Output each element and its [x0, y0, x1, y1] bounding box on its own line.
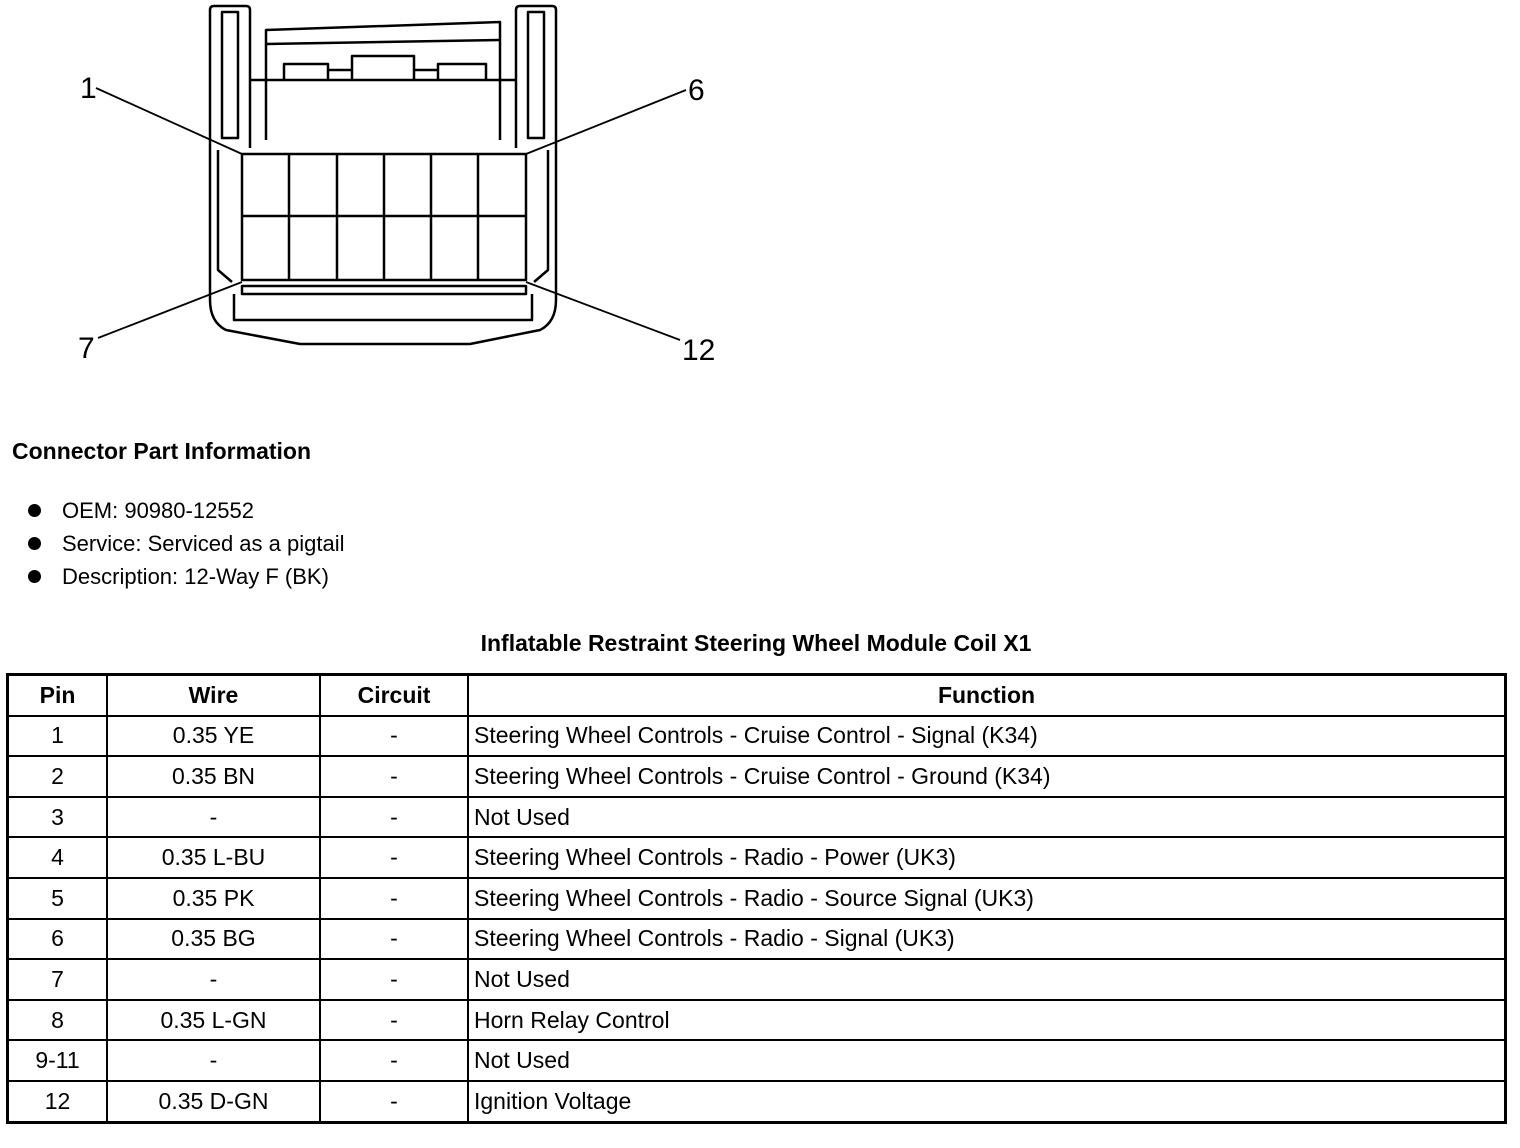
cell-wire: 0.35 D-GN — [106, 1079, 321, 1124]
cell-wire: 0.35 L-BU — [106, 836, 321, 879]
cell-pin: 4 — [6, 836, 108, 879]
cell-wire: - — [106, 958, 321, 1001]
cell-wire: 0.35 YE — [106, 714, 321, 758]
cell-circuit: - — [319, 876, 469, 920]
table-row: 4 0.35 L-BU - Steering Wheel Controls - … — [6, 836, 1507, 879]
cell-function: Not Used — [467, 1039, 1507, 1082]
cell-circuit: - — [319, 998, 469, 1042]
cell-circuit: - — [319, 836, 469, 879]
table-header-row: Pin Wire Circuit Function — [6, 673, 1507, 717]
cell-wire: 0.35 PK — [106, 876, 321, 920]
cell-function: Steering Wheel Controls - Cruise Control… — [467, 714, 1507, 758]
bullet-icon — [28, 570, 41, 583]
cell-circuit: - — [319, 958, 469, 1001]
connector-info-list: OEM: 90980-12552 Service: Serviced as a … — [28, 494, 344, 593]
cell-circuit: - — [319, 1079, 469, 1124]
cell-function: Ignition Voltage — [467, 1079, 1507, 1124]
table-row: 2 0.35 BN - Steering Wheel Controls - Cr… — [6, 755, 1507, 798]
connector-info-title: Connector Part Information — [12, 438, 312, 464]
header-wire: Wire — [106, 673, 321, 717]
cell-function: Not Used — [467, 958, 1507, 1001]
table-row: 8 0.35 L-GN - Horn Relay Control — [6, 998, 1507, 1042]
bullet-icon — [28, 537, 41, 550]
list-item: OEM: 90980-12552 — [28, 494, 344, 527]
list-item: Description: 12-Way F (BK) — [28, 560, 344, 593]
cell-pin: 12 — [6, 1079, 108, 1124]
table-row: 9-11 - - Not Used — [6, 1039, 1507, 1082]
cell-circuit: - — [319, 917, 469, 961]
cell-circuit: - — [319, 795, 469, 839]
cell-circuit: - — [319, 714, 469, 758]
info-oem: OEM: 90980-12552 — [62, 497, 255, 523]
pinout-table: Pin Wire Circuit Function 1 0.35 YE - St… — [6, 673, 1507, 1124]
pin-leader-lines — [95, 87, 687, 341]
cell-wire: 0.35 BN — [106, 755, 321, 798]
header-pin: Pin — [6, 673, 108, 717]
table-row: 5 0.35 PK - Steering Wheel Controls - Ra… — [6, 876, 1507, 920]
info-service: Service: Serviced as a pigtail — [62, 530, 345, 556]
cell-pin: 2 — [6, 755, 108, 798]
info-description: Description: 12-Way F (BK) — [62, 563, 329, 589]
table-row: 12 0.35 D-GN - Ignition Voltage — [6, 1079, 1507, 1124]
cell-pin: 1 — [6, 714, 108, 758]
cell-pin: 5 — [6, 876, 108, 920]
header-circuit: Circuit — [319, 673, 469, 717]
cell-wire: 0.35 L-GN — [106, 998, 321, 1042]
list-item: Service: Serviced as a pigtail — [28, 527, 344, 560]
cell-pin: 7 — [6, 958, 108, 1001]
header-function: Function — [467, 673, 1507, 717]
cell-wire: 0.35 BG — [106, 917, 321, 961]
pin-label-1: 1 — [80, 72, 97, 105]
cell-pin: 3 — [6, 795, 108, 839]
cell-circuit: - — [319, 755, 469, 798]
cell-wire: - — [106, 1039, 321, 1082]
pin-label-12: 12 — [682, 334, 715, 367]
cell-function: Steering Wheel Controls - Radio - Power … — [467, 836, 1507, 879]
cell-pin: 6 — [6, 917, 108, 961]
pin-label-6: 6 — [688, 74, 705, 107]
table-row: 1 0.35 YE - Steering Wheel Controls - Cr… — [6, 714, 1507, 758]
bullet-icon — [28, 504, 41, 517]
pin-label-7: 7 — [78, 332, 95, 365]
cell-pin: 8 — [6, 998, 108, 1042]
connector-diagram: 1 6 7 12 — [78, 4, 715, 367]
cell-pin: 9-11 — [6, 1039, 108, 1082]
cell-wire: - — [106, 795, 321, 839]
table-row: 3 - - Not Used — [6, 795, 1507, 839]
cell-function: Not Used — [467, 795, 1507, 839]
cell-function: Steering Wheel Controls - Radio - Source… — [467, 876, 1507, 920]
cell-circuit: - — [319, 1039, 469, 1082]
cell-function: Horn Relay Control — [467, 998, 1507, 1042]
table-title: Inflatable Restraint Steering Wheel Modu… — [480, 630, 1032, 656]
table-row: 6 0.35 BG - Steering Wheel Controls - Ra… — [6, 917, 1507, 961]
cell-function: Steering Wheel Controls - Cruise Control… — [467, 755, 1507, 798]
connector-outline — [208, 4, 558, 346]
table-row: 7 - - Not Used — [6, 958, 1507, 1001]
cell-function: Steering Wheel Controls - Radio - Signal… — [467, 917, 1507, 961]
